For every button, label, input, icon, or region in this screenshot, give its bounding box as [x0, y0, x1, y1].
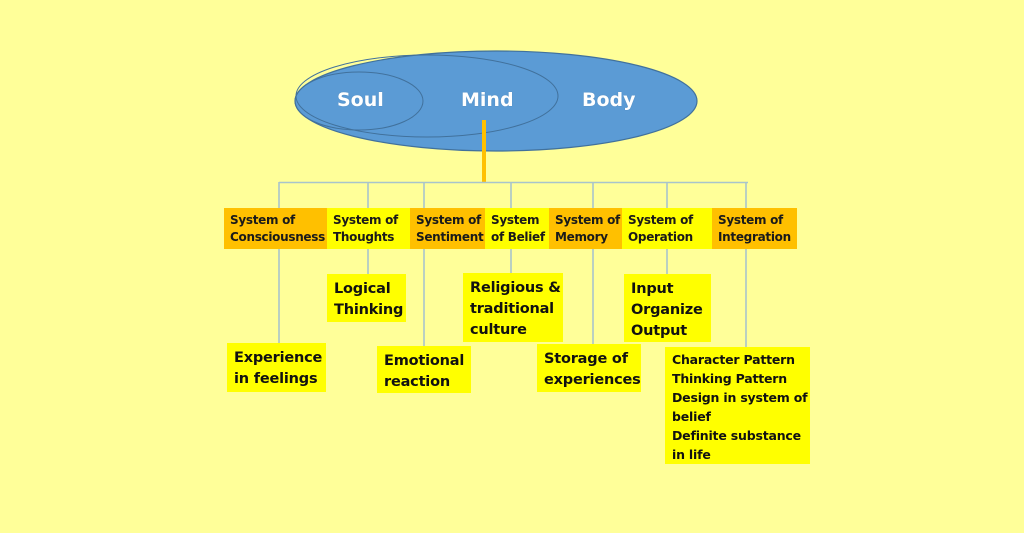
system-line1: System of: [333, 213, 398, 227]
system-memory: System of Memory: [549, 208, 622, 249]
system-line1: System of: [555, 213, 620, 227]
system-sentiment: System of Sentiment: [410, 208, 485, 249]
system-line2: Integration: [718, 230, 791, 244]
leaf-religious-traditional-culture: Religious & traditional culture: [463, 273, 563, 342]
system-line1: System: [491, 213, 540, 227]
system-belief: System of Belief: [485, 208, 549, 249]
system-thoughts: System of Thoughts: [327, 208, 410, 249]
system-line2: Thoughts: [333, 230, 395, 244]
leaf-integration-patterns: Character Pattern Thinking Pattern Desig…: [665, 347, 810, 464]
mind-label: Mind: [461, 89, 514, 111]
soul-label: Soul: [337, 89, 384, 111]
leaf-logical-thinking: Logical Thinking: [327, 274, 406, 322]
system-operation: System of Operation: [622, 208, 712, 249]
system-line1: System of: [416, 213, 481, 227]
leaf-storage-of-experiences: Storage of experiences: [537, 344, 641, 392]
system-line1: System of: [628, 213, 693, 227]
system-line2: of Belief: [491, 230, 545, 244]
soul-ellipse: [294, 71, 424, 131]
leaf-input-organize-output: Input Organize Output: [624, 274, 711, 342]
system-line2: Consciousness: [230, 230, 325, 244]
system-integration: System of Integration: [712, 208, 797, 249]
system-line1: System of: [230, 213, 295, 227]
system-consciousness: System of Consciousness: [224, 208, 327, 249]
system-line2: Sentiment: [416, 230, 484, 244]
system-line1: System of: [718, 213, 783, 227]
mind-stem-connector: [482, 120, 486, 182]
system-line2: Operation: [628, 230, 693, 244]
leaf-emotional-reaction: Emotional reaction: [377, 346, 471, 393]
system-line2: Memory: [555, 230, 608, 244]
body-label: Body: [582, 89, 636, 111]
leaf-experience-in-feelings: Experience in feelings: [227, 343, 326, 392]
